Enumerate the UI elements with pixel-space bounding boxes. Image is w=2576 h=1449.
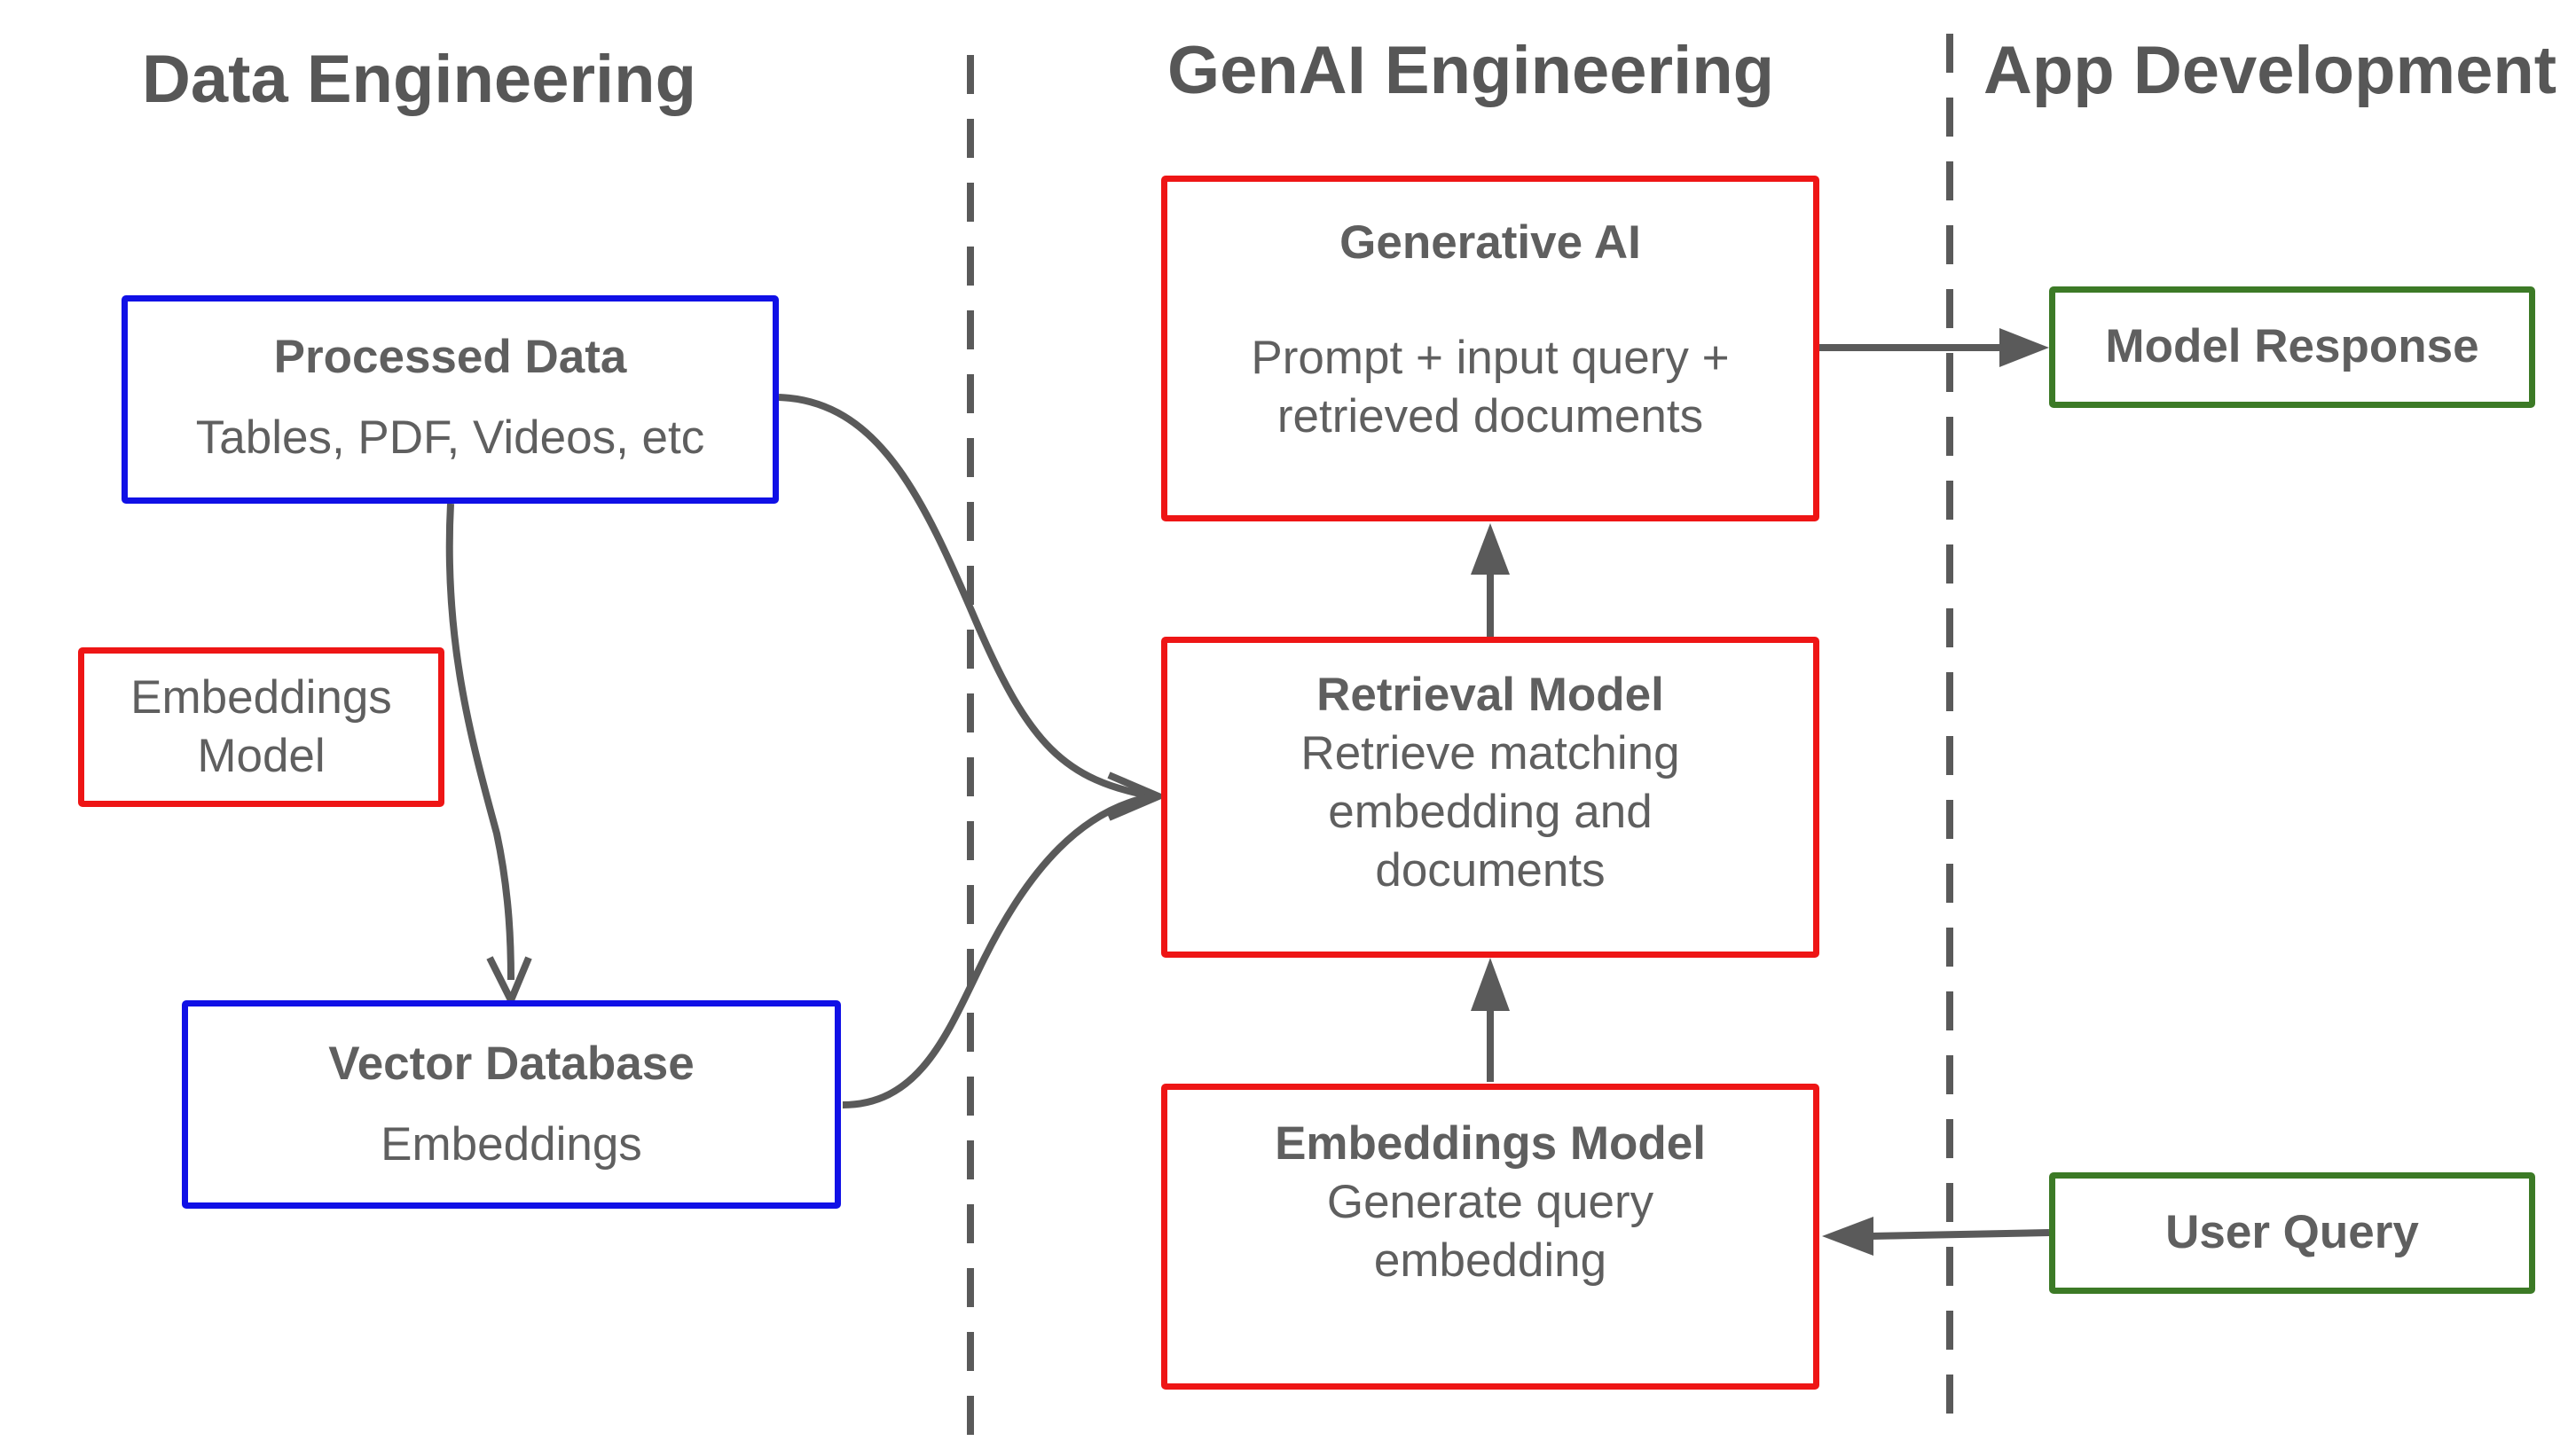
arrow-head-response (1999, 328, 2049, 367)
retrieval-model-box: Retrieval Model Retrieve matching embedd… (1161, 637, 1819, 958)
generative-ai-title: Generative AI (1339, 216, 1641, 269)
user-query-title: User Query (2165, 1206, 2419, 1259)
user-query-box: User Query (2049, 1172, 2535, 1294)
model-response-title: Model Response (2105, 320, 2479, 373)
retrieval-model-desc: Retrieve matching embedding and document… (1300, 727, 1680, 897)
vector-database-title: Vector Database (328, 1038, 695, 1091)
arrow-head-embeddings (1822, 1217, 1873, 1256)
arrow-head-retrieval-bottom (1471, 958, 1510, 1011)
embeddings-model-left-desc: Embeddings Model (130, 671, 392, 782)
generative-ai-box: Generative AI Prompt + input query + ret… (1161, 176, 1819, 521)
model-response-box: Model Response (2049, 286, 2535, 408)
embeddings-model-left-box: Embeddings Model (78, 647, 444, 807)
arrow-processed-to-retrieval (778, 394, 1154, 800)
vector-database-box: Vector Database Embeddings (182, 1000, 841, 1209)
arrow-vector-to-retrieval (842, 793, 1154, 1108)
processed-data-box: Processed Data Tables, PDF, Videos, etc (122, 295, 779, 504)
arrow-user-query-to-embeddings (1869, 1229, 2050, 1240)
arrow-head-generative (1471, 523, 1510, 575)
retrieval-model-title: Retrieval Model (1316, 669, 1664, 721)
vector-database-desc: Embeddings (381, 1117, 642, 1171)
embeddings-model-desc: Generate query embedding (1326, 1176, 1654, 1288)
embeddings-model-box: Embeddings Model Generate query embeddin… (1161, 1084, 1819, 1390)
processed-data-title: Processed Data (273, 331, 627, 384)
processed-data-desc: Tables, PDF, Videos, etc (195, 411, 705, 464)
generative-ai-desc: Prompt + input query + retrieved documen… (1251, 332, 1730, 443)
arrow-head-retrieval (1107, 771, 1168, 821)
arrow-processed-to-vector (445, 503, 514, 981)
section-title-data-engineering: Data Engineering (142, 42, 696, 117)
section-title-app-development: App Development (1983, 33, 2557, 108)
embeddings-model-title: Embeddings Model (1275, 1117, 1706, 1170)
section-title-genai-engineering: GenAI Engineering (1167, 33, 1775, 108)
